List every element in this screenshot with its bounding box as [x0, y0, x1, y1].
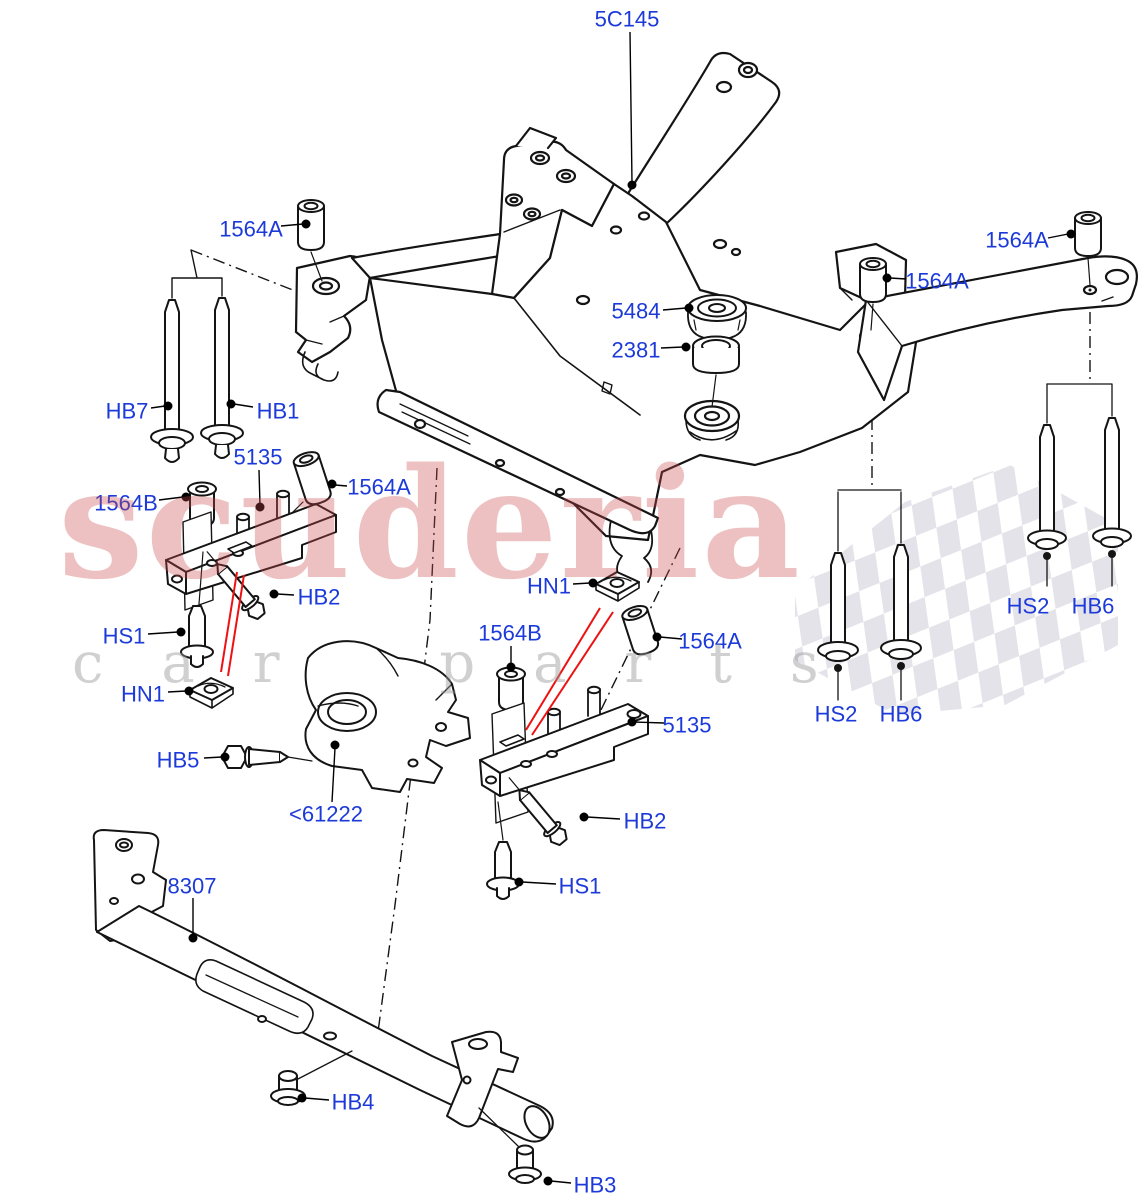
leader-line-HB2-c — [586, 816, 621, 820]
leader-line-HB7 — [150, 405, 166, 409]
leader-line-HB5 — [203, 756, 223, 759]
leader-line-HN1-l — [167, 690, 187, 693]
callout-5135-l[interactable]: 5135 — [234, 445, 283, 470]
callout-5484[interactable]: 5484 — [612, 299, 661, 324]
leader-dot-5C145 — [627, 180, 637, 190]
leader-dot-HN1-l — [184, 686, 194, 696]
leader-line-HS1-l — [147, 631, 179, 635]
callout-1564A-rm[interactable]: 1564A — [905, 269, 969, 294]
callout-8307[interactable]: 8307 — [168, 874, 217, 899]
callout-1564A-lc[interactable]: 1564A — [347, 475, 411, 500]
leader-dot-8307 — [188, 933, 198, 943]
leader-line-HB2-l — [276, 593, 295, 596]
callout-HB6-a[interactable]: HB6 — [880, 702, 923, 727]
leader-line-1564A-tl — [280, 223, 304, 227]
leader-dot-HS1-l — [176, 627, 186, 637]
leader-dot-HB4 — [297, 1093, 307, 1103]
leader-dot-5135-l — [255, 502, 265, 512]
callout-1564B-l[interactable]: 1564B — [94, 491, 158, 516]
leader-line-5135-l — [258, 469, 261, 506]
callout-HN1-c[interactable]: HN1 — [527, 574, 571, 599]
leader-line-HB3 — [550, 1180, 572, 1184]
subframe-illustration — [294, 51, 1138, 583]
leader-line-5C145 — [629, 31, 633, 184]
leader-dot-HB3 — [543, 1176, 553, 1186]
callout-1564A-c[interactable]: 1564A — [678, 629, 742, 654]
leader-dot-1564B-l — [181, 492, 191, 502]
callout-HB3[interactable]: HB3 — [574, 1173, 617, 1198]
leader-line-1564A-lc — [334, 484, 348, 487]
highlight-line-3 — [531, 611, 614, 736]
leader-line-1564A-rm — [889, 277, 907, 280]
callout-5135-c[interactable]: 5135 — [663, 713, 712, 738]
callout-HB2-c[interactable]: HB2 — [624, 809, 667, 834]
callout-HS2-a[interactable]: HS2 — [815, 702, 858, 727]
leader-line-61222 — [331, 747, 336, 803]
callout-HB4[interactable]: HB4 — [332, 1090, 375, 1115]
callout-1564A-tl[interactable]: 1564A — [219, 217, 283, 242]
leader-line-1564B-l — [158, 496, 184, 501]
leader-dot-5135-c — [627, 717, 637, 727]
callout-1564B-c[interactable]: 1564B — [478, 621, 542, 646]
leader-line-2381 — [660, 346, 684, 349]
leader-dot-HB7 — [163, 401, 173, 411]
leader-dot-2381 — [681, 342, 691, 352]
checkered-flag-watermark — [795, 465, 1118, 715]
leader-line-1564A-tr — [1047, 233, 1069, 239]
leader-line-HB1 — [233, 403, 254, 408]
leader-dot-1564B-c — [506, 662, 516, 672]
callout-HB5[interactable]: HB5 — [157, 748, 200, 773]
leader-dot-1564A-rm — [882, 273, 892, 283]
leader-dot-5484 — [684, 303, 694, 313]
callout-1564A-tr[interactable]: 1564A — [985, 228, 1049, 253]
callout-HB2-l[interactable]: HB2 — [298, 585, 341, 610]
highlight-lines — [220, 571, 614, 736]
leader-dot-1564A-tr — [1066, 229, 1076, 239]
leader-line-HN1-c — [572, 582, 591, 585]
leader-dot-HB2-l — [269, 589, 279, 599]
leader-dot-HB2-c — [579, 812, 589, 822]
callout-HS2-b[interactable]: HS2 — [1007, 594, 1050, 619]
leader-dot-1564A-tl — [301, 219, 311, 229]
highlight-line-2 — [525, 607, 601, 731]
callout-HB7[interactable]: HB7 — [106, 399, 149, 424]
leader-line-1564A-c — [659, 636, 683, 640]
callout-2381[interactable]: 2381 — [612, 338, 661, 363]
callout-HN1-l[interactable]: HN1 — [121, 682, 165, 707]
callout-HB1[interactable]: HB1 — [257, 399, 300, 424]
callout-HS1-l[interactable]: HS1 — [103, 624, 146, 649]
leader-dot-HB1 — [226, 399, 236, 409]
leader-line-HB4 — [304, 1097, 330, 1101]
leader-dot-61222 — [330, 740, 340, 750]
leader-dot-HB5 — [220, 752, 230, 762]
fasteners-and-parts — [92, 199, 1132, 1184]
callout-HS1-c[interactable]: HS1 — [559, 874, 602, 899]
highlight-line-1 — [227, 574, 245, 677]
leader-line-HS1-c — [521, 881, 557, 885]
leader-dot-1564A-c — [652, 632, 662, 642]
leader-dot-HN1-c — [588, 578, 598, 588]
leader-line-5135-c — [633, 721, 665, 724]
leader-dot-HS1-c — [514, 877, 524, 887]
highlight-line-0 — [220, 571, 238, 673]
callout-61222[interactable]: <61222 — [289, 802, 363, 827]
callout-HB6-b[interactable]: HB6 — [1072, 594, 1115, 619]
leader-dot-1564A-lc — [327, 479, 337, 489]
leader-line-5484 — [662, 307, 687, 311]
callout-5C145[interactable]: 5C145 — [595, 7, 660, 32]
